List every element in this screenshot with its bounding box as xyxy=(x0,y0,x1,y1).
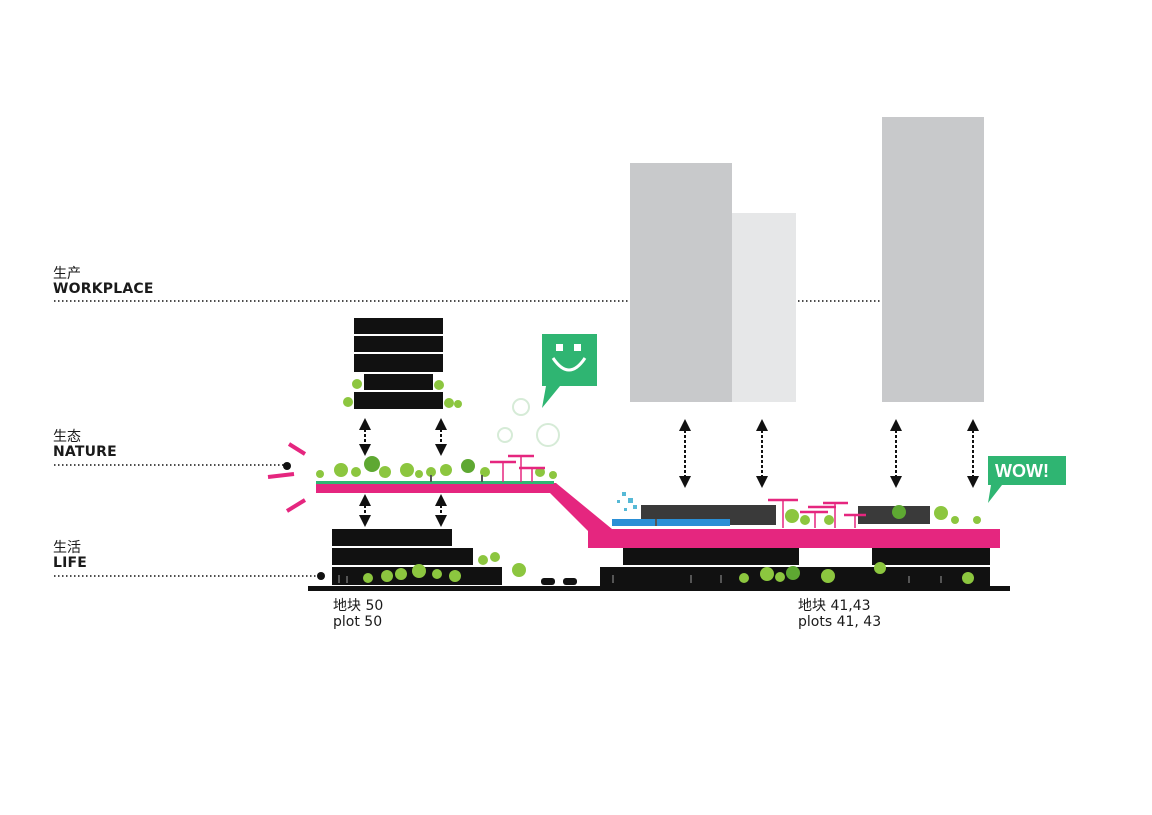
plot-label-41-43-cn: 地块 41,43 xyxy=(798,598,871,614)
label-nature-en: NATURE xyxy=(53,443,117,460)
smiley-eye-left xyxy=(556,344,563,351)
street-trees-plots41-43 xyxy=(739,562,974,584)
smiley-bubble xyxy=(542,334,597,408)
label-nature: 生态 NATURE xyxy=(53,430,117,459)
wow-bubble-text: WOW! xyxy=(995,461,1049,481)
ground-line xyxy=(308,586,1010,591)
plot50-upper-tower xyxy=(354,318,443,409)
label-life-cn: 生活 xyxy=(53,540,81,556)
plot-label-50-en: plot 50 xyxy=(333,614,383,631)
label-nature-cn: 生态 xyxy=(53,429,81,445)
label-life: 生活 LIFE xyxy=(53,541,87,570)
pool xyxy=(612,519,730,526)
plot-label-50: 地块 50 plot 50 xyxy=(333,598,383,630)
elevated-park-deck xyxy=(316,483,1000,548)
deck-trees-plot50 xyxy=(316,456,557,479)
plot50-podium xyxy=(332,529,502,585)
splash xyxy=(617,492,637,511)
cars xyxy=(541,578,577,585)
office-tower-2 xyxy=(732,213,796,402)
people-figures xyxy=(338,475,942,583)
nature-guide-dot xyxy=(283,462,291,470)
burst-marks xyxy=(267,442,307,513)
plot50-street-trees xyxy=(363,552,526,583)
plot-label-41-43: 地块 41,43 plots 41, 43 xyxy=(798,598,881,630)
connection-arrows xyxy=(359,418,979,527)
deck-trees-plots41-43 xyxy=(785,505,981,525)
label-workplace-cn: 生产 xyxy=(53,266,81,282)
smiley-mouth xyxy=(551,357,587,372)
label-workplace: 生产 WORKPLACE xyxy=(53,267,154,296)
label-workplace-en: WORKPLACE xyxy=(53,280,154,297)
smiley-eye-right xyxy=(574,344,581,351)
office-towers xyxy=(630,117,984,402)
office-tower-3 xyxy=(882,117,984,402)
deck-canopies-plot50 xyxy=(490,454,545,482)
plot-label-50-cn: 地块 50 xyxy=(333,598,384,614)
label-life-en: LIFE xyxy=(53,554,88,571)
life-guide-dot xyxy=(317,572,325,580)
plot-label-41-43-en: plots 41, 43 xyxy=(798,614,882,631)
wow-bubble: WOW! xyxy=(988,456,1066,503)
bubbles xyxy=(497,398,560,447)
plot50-tower-trees xyxy=(343,379,462,408)
plot50-deck-lawn xyxy=(316,481,554,484)
deck-canopies-plots41-43 xyxy=(768,498,866,528)
office-tower-1 xyxy=(630,163,732,402)
